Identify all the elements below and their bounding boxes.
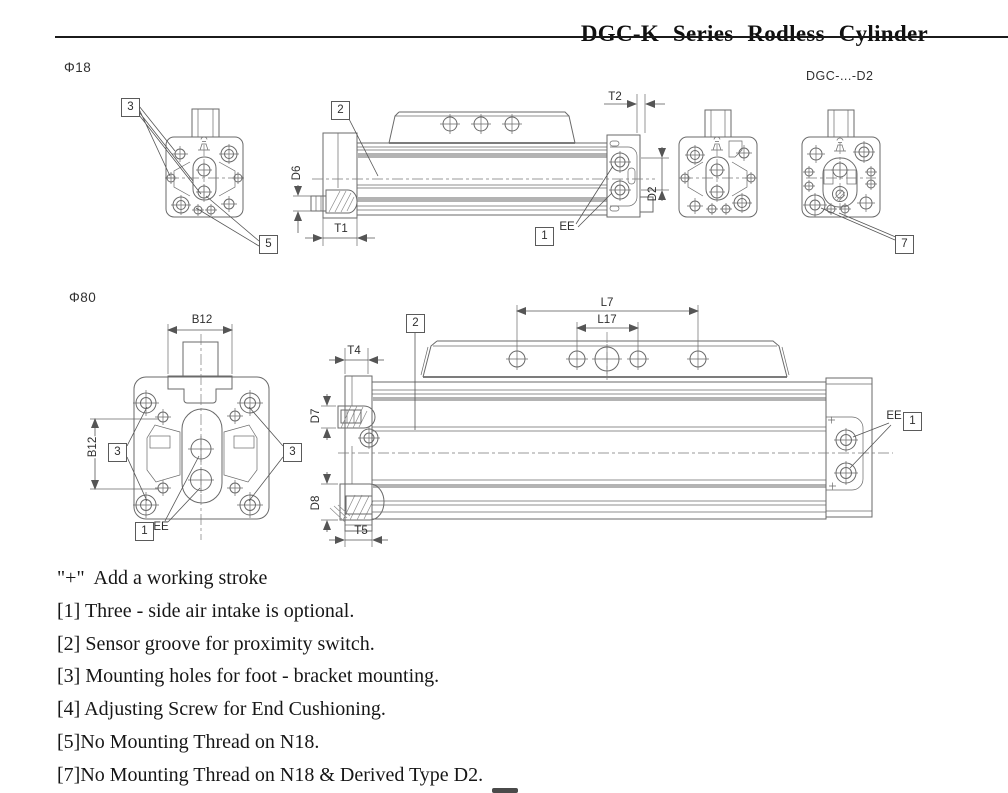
- dim-l17: L17: [597, 314, 617, 326]
- dim-ee-phi80-side: EE: [886, 410, 902, 422]
- dim-ee-phi18: EE: [559, 221, 575, 233]
- dim-d8: D8: [310, 495, 322, 511]
- dim-b12-left: B12: [87, 435, 99, 459]
- dim-d2: D2: [647, 186, 659, 202]
- callout-1-phi80-side: 1: [903, 412, 922, 431]
- callout-3-phi18-end: 3: [121, 98, 140, 117]
- page-bottom-artifact: [492, 788, 518, 793]
- phi18-section-label: Φ18: [64, 60, 92, 75]
- phi80-section-label: Φ80: [69, 290, 97, 305]
- legend-item-7: [7]No Mounting Thread on N18 & Derived T…: [57, 763, 484, 786]
- dim-l7: L7: [600, 297, 614, 309]
- callout-5-phi18-end: 5: [259, 235, 278, 254]
- dim-t4: T4: [347, 345, 361, 357]
- phi18-side-view: [293, 94, 669, 246]
- variant-type-label: DGC-...-D2: [806, 69, 874, 83]
- legend-item-3: [3] Mounting holes for foot - bracket mo…: [57, 665, 440, 688]
- phi80-front-view: [90, 324, 284, 540]
- phi80-side-view: [321, 305, 893, 547]
- dim-t1: T1: [334, 223, 348, 235]
- callout-2-phi80-side: 2: [406, 314, 425, 333]
- callout-7-phi18-d2: 7: [895, 235, 914, 254]
- callout-2-phi18-side: 2: [331, 101, 350, 120]
- phi18-end-view-right: [678, 109, 758, 218]
- phi18-end-view: [138, 105, 260, 247]
- legend-note-stroke: "+" Add a working stroke: [57, 567, 268, 589]
- header-rule: [55, 36, 1008, 38]
- callout-1-phi80-front: 1: [135, 522, 154, 541]
- dim-t2: T2: [608, 91, 622, 103]
- legend-item-4: [4] Adjusting Screw for End Cushioning.: [57, 698, 386, 721]
- legend-item-5: [5]No Mounting Thread on N18.: [57, 730, 320, 753]
- dim-d7: D7: [310, 408, 322, 424]
- callout-3-phi80-right: 3: [283, 443, 302, 462]
- dim-t5: T5: [354, 525, 368, 537]
- callout-3-phi80-left: 3: [108, 443, 127, 462]
- dim-d6: D6: [291, 165, 303, 181]
- legend-item-2: [2] Sensor groove for proximity switch.: [57, 632, 375, 655]
- legend-item-1: [1] Three - side air intake is optional.: [57, 599, 355, 622]
- legend: "+" Add a working stroke [1] Three - sid…: [57, 562, 483, 792]
- phi18-end-view-d2: [801, 109, 899, 241]
- dim-ee-phi80-front: EE: [153, 521, 169, 533]
- dim-b12-top: B12: [191, 314, 213, 326]
- page-title: DGC-K Series Rodless Cylinder: [580, 21, 928, 47]
- callout-1-phi18-side: 1: [535, 227, 554, 246]
